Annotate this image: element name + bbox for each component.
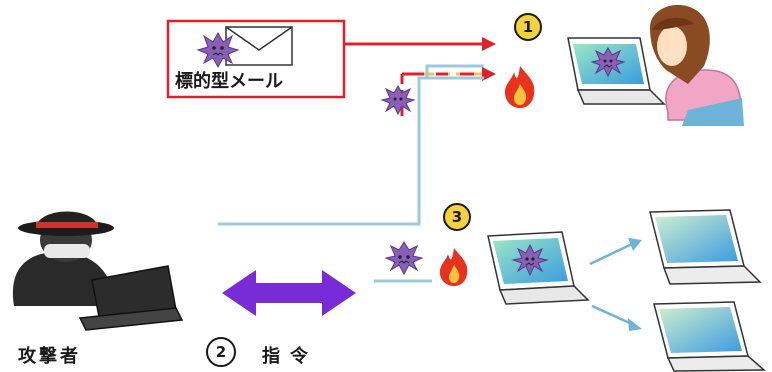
step-badge-2: 2 (206, 337, 236, 367)
fire-icon (504, 66, 535, 108)
step-badge-3: 3 (443, 203, 471, 231)
attacker-label: 攻撃者 (18, 346, 81, 367)
virus-icon (196, 31, 240, 69)
step-badge-1: 1 (514, 13, 542, 41)
laptop-icon (653, 301, 766, 372)
hacker-laptop-icon (78, 265, 184, 331)
arrow-icon (591, 304, 642, 331)
command-arrow (222, 270, 356, 316)
targeted-mail-label: 標的型メール (175, 71, 283, 92)
virus-icon (511, 243, 549, 277)
command-label: 指令 (262, 346, 318, 367)
infection-line (400, 67, 496, 116)
victim-person-icon (650, 4, 744, 126)
fire-icon (439, 248, 468, 286)
virus-icon (590, 46, 626, 78)
hacker-icon (12, 211, 117, 306)
arrow-icon (589, 238, 642, 266)
virus-icon (384, 241, 424, 276)
virus-icon (380, 84, 416, 116)
envelope-icon (225, 26, 293, 66)
laptop-icon (649, 209, 762, 285)
mail-arrow (344, 37, 496, 51)
connection-lines (218, 64, 484, 283)
